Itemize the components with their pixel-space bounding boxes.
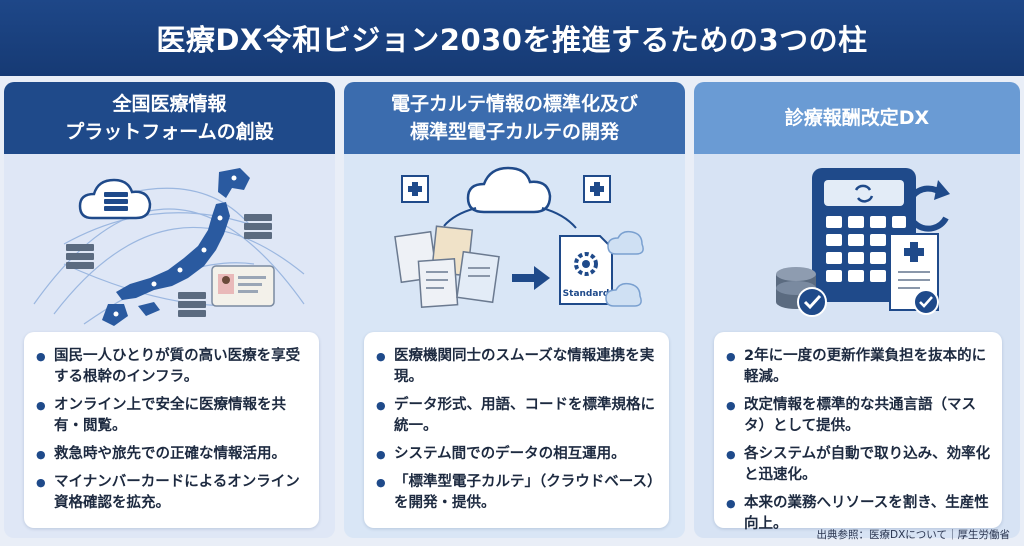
source-note: 出典参照：医療DXについて｜厚生労働省	[816, 529, 1010, 541]
list-item: 「標準型電子カルテ」（クラウドベース）を開発・提供。	[376, 472, 659, 514]
list-item: マイナンバーカードによるオンライン資格確認を拡充。	[36, 472, 309, 514]
pillar-fee-dx: 診療報酬改定DX	[694, 82, 1020, 538]
cloud-icon	[466, 166, 552, 214]
refresh-icon	[905, 180, 950, 232]
pillar-platform-bullets: 国民一人ひとりが質の高い医療を享受する根幹のインフラ。 オンライン上で安全に医療…	[24, 332, 319, 528]
list-item: 国民一人ひとりが質の高い医療を享受する根幹のインフラ。	[36, 346, 309, 388]
standard-label: Standard	[563, 289, 610, 299]
list-item: 救急時や旅先での正確な情報活用。	[36, 444, 309, 465]
gear-document-icon: Standard	[559, 235, 613, 305]
japan-map-icon	[102, 168, 250, 326]
pillar-fee-dx-bullets: 2年に一度の更新作業負担を抜本的に軽減。 改定情報を標準的な共通言語（マスタ）と…	[714, 332, 1002, 532]
pillar-fee-dx-title: 診療報酬改定DX	[784, 107, 930, 129]
pillar-ehr-header: 電子カルテ情報の標準化及び 標準型電子カルテの開発	[344, 82, 685, 154]
fee-dx-illustration	[776, 168, 950, 317]
page-title: 医療DX令和ビジョン2030を推進するための3つの柱	[0, 0, 1024, 76]
hospital-icon	[583, 175, 611, 203]
list-item: 各システムが自動で取り込み、効率化と迅速化。	[726, 444, 992, 486]
cloud-icon	[607, 230, 644, 255]
server-icon	[244, 214, 272, 239]
list-item: オンライン上で安全に医療情報を共有・閲覧。	[36, 395, 309, 437]
list-item: 本来の業務へリソースを割き、生産性向上。	[726, 493, 992, 535]
pillar-platform-title-line2: プラットフォームの創設	[65, 121, 274, 143]
ehr-illustration: Standard	[394, 166, 644, 309]
pillar-ehr: 電子カルテ情報の標準化及び 標準型電子カルテの開発	[344, 82, 685, 538]
cloud-icon	[605, 282, 642, 307]
platform-illustration	[33, 168, 305, 326]
checkmark-icon	[913, 289, 939, 315]
list-item: システム間でのデータの相互運用。	[376, 444, 659, 465]
arrow-right-icon	[512, 266, 550, 290]
list-item: 医療機関同士のスムーズな情報連携を実現。	[376, 346, 659, 388]
checkmark-icon	[797, 287, 827, 317]
list-item: 改定情報を標準的な共通言語（マスタ）として提供。	[726, 395, 992, 437]
hospital-icon	[401, 175, 429, 203]
pillar-fee-dx-header: 診療報酬改定DX	[694, 82, 1020, 154]
id-card-icon	[211, 265, 275, 307]
pillar-ehr-title-line2: 標準型電子カルテの開発	[409, 121, 619, 143]
pillar-platform-header: 全国医療情報 プラットフォームの創設	[4, 82, 335, 154]
list-item: 2年に一度の更新作業負担を抜本的に軽減。	[726, 346, 992, 388]
cloud-icon	[78, 178, 152, 220]
pillar-platform-title-line1: 全国医療情報	[112, 93, 227, 115]
server-icon	[104, 192, 128, 211]
server-icon	[178, 292, 206, 317]
list-item: データ形式、用語、コードを標準規格に統一。	[376, 395, 659, 437]
pillar-ehr-title-line1: 電子カルテ情報の標準化及び	[390, 93, 638, 115]
pillar-ehr-bullets: 医療機関同士のスムーズな情報連携を実現。 データ形式、用語、コードを標準規格に統…	[364, 332, 669, 528]
pillar-platform: 全国医療情報 プラットフォームの創設	[4, 82, 335, 538]
refresh-icon	[854, 184, 874, 203]
server-icon	[66, 244, 94, 269]
document-icon	[394, 225, 500, 309]
